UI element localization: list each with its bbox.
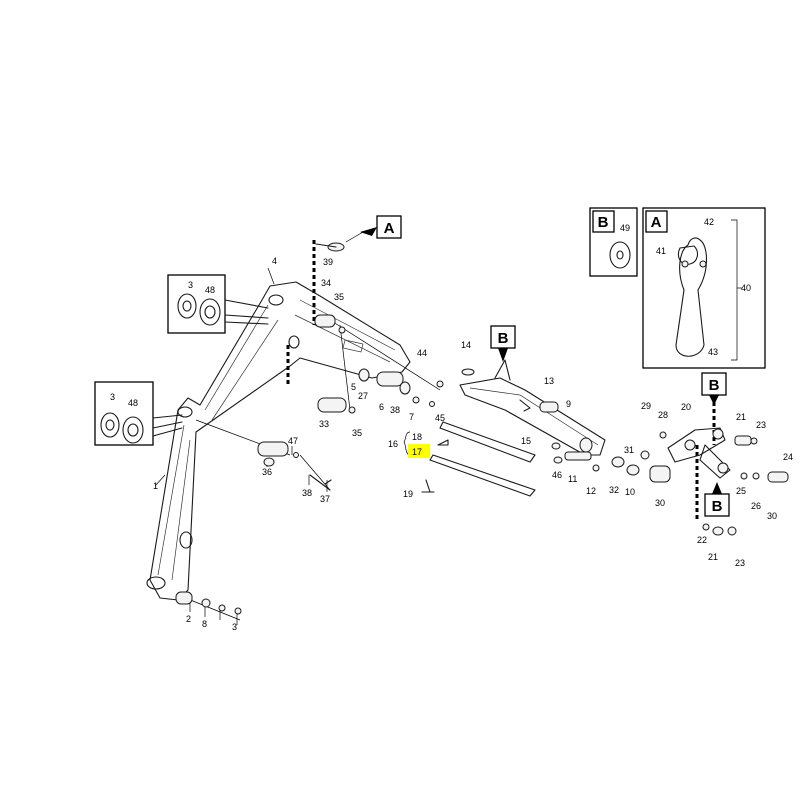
label-7: 7 — [409, 412, 414, 422]
label-49: 49 — [620, 223, 630, 233]
label-40: 40 — [741, 283, 751, 293]
callout-a-main — [345, 215, 402, 243]
label-44: 44 — [417, 348, 427, 358]
label-1: 1 — [153, 481, 158, 491]
label-38-lower: 38 — [302, 488, 312, 498]
label-24: 24 — [783, 452, 793, 462]
part-labels: 1 2 3 3 3 4 5 6 7 8 9 10 11 12 13 14 15 … — [110, 217, 793, 632]
rods — [421, 421, 536, 497]
label-26: 26 — [751, 501, 761, 511]
hardware-boom — [175, 242, 444, 615]
label-34: 34 — [321, 278, 331, 288]
letter-b-main: B — [498, 330, 509, 347]
label-37: 37 — [320, 494, 330, 504]
detail-a-cable — [642, 207, 766, 369]
label-47: 47 — [288, 436, 298, 446]
highlight-17 — [408, 444, 430, 458]
label-48-lower: 48 — [128, 398, 138, 408]
label-3-upper: 3 — [188, 280, 193, 290]
label-15: 15 — [521, 436, 531, 446]
label-38-upper: 38 — [390, 405, 400, 415]
label-9: 9 — [566, 399, 571, 409]
label-6: 6 — [379, 402, 384, 412]
label-30-right: 30 — [767, 511, 777, 521]
inset-shims-lower — [94, 381, 183, 446]
boom-arm — [146, 281, 411, 601]
label-29: 29 — [641, 401, 651, 411]
label-21-lower: 21 — [708, 552, 718, 562]
label-20: 20 — [681, 402, 691, 412]
label-42: 42 — [704, 217, 714, 227]
label-18: 18 — [412, 432, 422, 442]
label-30-mid: 30 — [655, 498, 665, 508]
label-36: 36 — [262, 467, 272, 477]
label-35-lower: 35 — [352, 428, 362, 438]
letter-b-right-top: B — [709, 377, 720, 394]
letter-a-detail: A — [651, 214, 662, 231]
label-13: 13 — [544, 376, 554, 386]
label-32: 32 — [609, 485, 619, 495]
label-5: 5 — [351, 382, 356, 392]
label-10: 10 — [625, 487, 635, 497]
label-28: 28 — [658, 410, 668, 420]
label-16: 16 — [388, 439, 398, 449]
letter-b-right-bottom: B — [712, 498, 723, 515]
inset-shims-upper — [167, 274, 269, 334]
label-45: 45 — [435, 413, 445, 423]
callout-b-right-top — [701, 372, 727, 405]
label-25: 25 — [736, 486, 746, 496]
letter-b-detail: B — [598, 214, 609, 231]
label-8: 8 — [202, 619, 207, 629]
label-33: 33 — [319, 419, 329, 429]
label-46: 46 — [552, 470, 562, 480]
label-17: 17 — [412, 447, 422, 457]
label-31: 31 — [624, 445, 634, 455]
label-41: 41 — [656, 246, 666, 256]
label-27: 27 — [358, 391, 368, 401]
bracket-assembly — [611, 427, 789, 536]
label-4: 4 — [272, 256, 277, 266]
label-12: 12 — [586, 486, 596, 496]
label-43: 43 — [708, 347, 718, 357]
label-21-upper: 21 — [736, 412, 746, 422]
brace-16 — [403, 431, 411, 456]
label-3-bottom: 3 — [232, 622, 237, 632]
label-14: 14 — [461, 340, 471, 350]
label-23-upper: 23 — [756, 420, 766, 430]
label-11: 11 — [568, 474, 577, 484]
detail-b-washer — [589, 207, 638, 277]
label-22: 22 — [697, 535, 707, 545]
letter-a-main: A — [384, 220, 395, 237]
callout-b-right-bottom — [704, 482, 730, 517]
callout-b-main — [490, 325, 516, 362]
label-2: 2 — [186, 614, 191, 624]
link-assembly — [459, 359, 606, 472]
label-48-upper: 48 — [205, 285, 215, 295]
label-35-upper: 35 — [334, 292, 344, 302]
label-19: 19 — [403, 489, 413, 499]
label-39: 39 — [323, 257, 333, 267]
label-3-lower: 3 — [110, 392, 115, 402]
label-23-lower: 23 — [735, 558, 745, 568]
